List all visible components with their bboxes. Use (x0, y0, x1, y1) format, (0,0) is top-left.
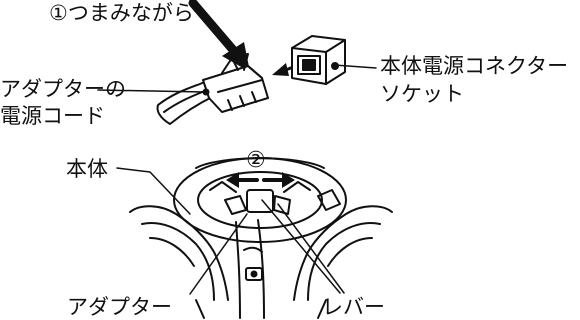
press-arrow-icon (188, 0, 250, 72)
adapter-power-cord (156, 81, 213, 125)
socket-label-line2: ソケット (380, 82, 464, 106)
leader-adapter-cord (97, 89, 205, 93)
adapter-cord-label-line1: アダプターの (0, 77, 126, 101)
adapter-plug (202, 53, 269, 113)
step1-label: ①つまみながら (49, 1, 194, 25)
left-hand (129, 205, 229, 319)
leader-adapter (189, 213, 248, 295)
leader-socket (333, 64, 377, 69)
leader-body (116, 167, 191, 215)
right-hand (293, 205, 393, 319)
step2-label: ② (246, 148, 266, 173)
lever-label: レバー (322, 295, 385, 319)
leader-lever-2 (277, 203, 345, 294)
body-label: 本体 (66, 157, 108, 181)
slide-arrows-icon (226, 172, 295, 188)
leader-lever-1 (261, 199, 341, 294)
connector-socket (291, 35, 346, 85)
adapter-cord-label-line2: 電源コード (0, 104, 105, 128)
adapter-cable-bottom (235, 219, 265, 319)
adapter-label: アダプター (67, 295, 172, 319)
socket-label-line1: 本体電源コネクター (380, 54, 569, 78)
